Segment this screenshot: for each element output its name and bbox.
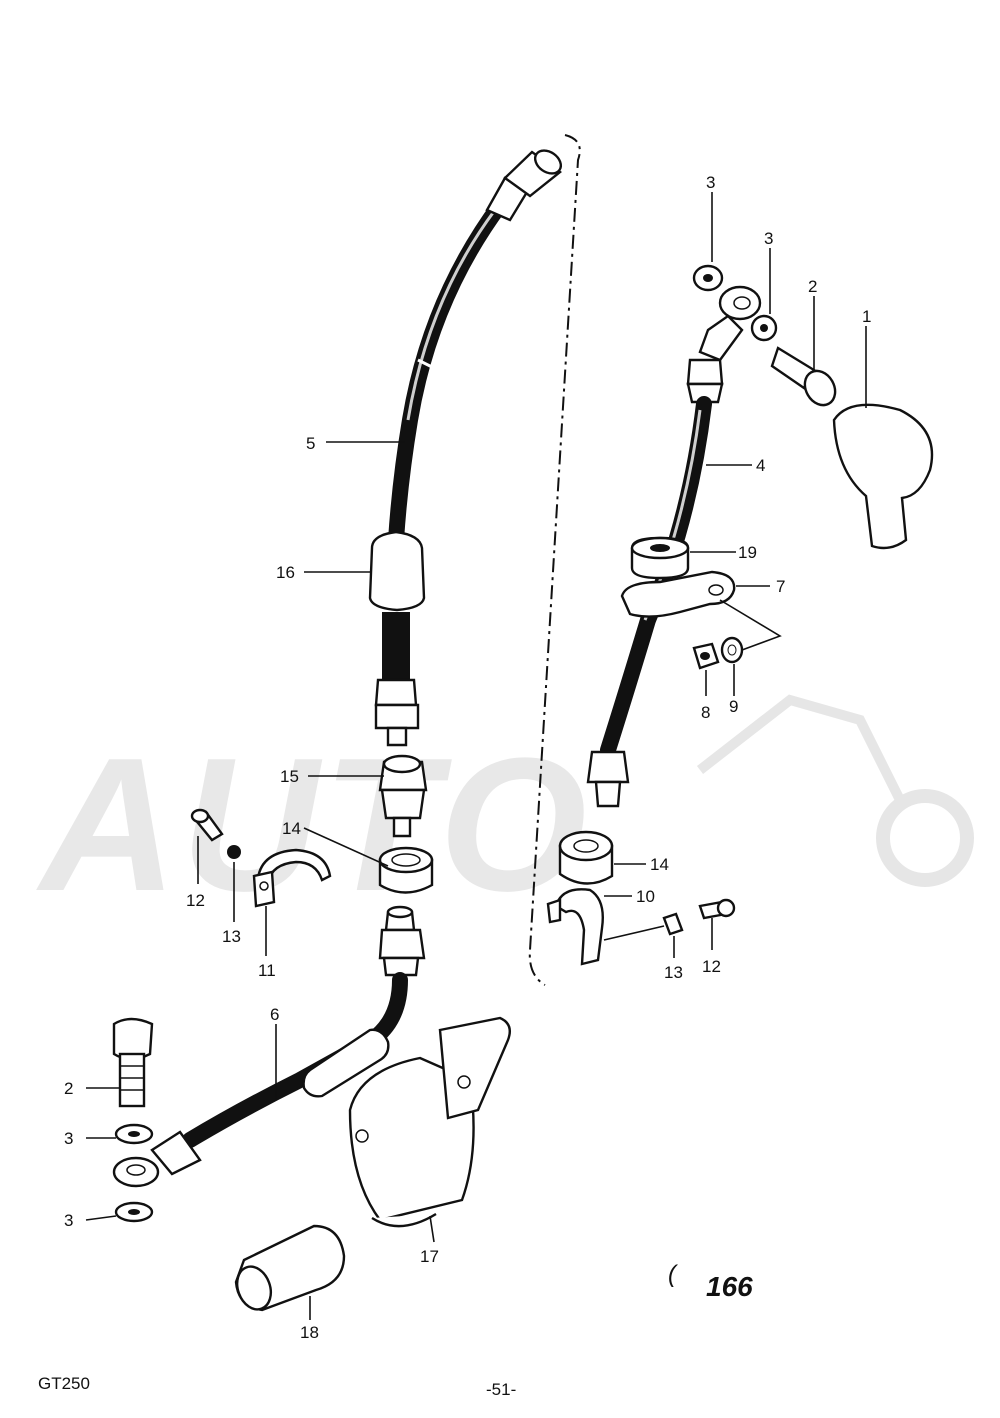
figure-number: 166 — [706, 1271, 753, 1302]
callout-15: 15 — [280, 767, 299, 786]
clamp-11 — [252, 848, 332, 908]
cap-1 — [832, 403, 934, 550]
callout-9: 9 — [729, 697, 738, 716]
callout-13-left: 13 — [222, 927, 241, 946]
hose-joint-15 — [378, 754, 428, 838]
model-label: GT250 — [38, 1374, 90, 1393]
callout-10: 10 — [636, 887, 655, 906]
banjo-fitting-left — [112, 1156, 160, 1188]
clamp-7 — [620, 570, 736, 618]
nut-8 — [692, 642, 720, 670]
callout-3c: 3 — [64, 1129, 73, 1148]
callout-7: 7 — [776, 577, 785, 596]
watermark: AUTO — [36, 694, 974, 931]
callout-11: 11 — [258, 961, 276, 980]
washer-9 — [720, 636, 744, 664]
callout-16: 16 — [276, 563, 295, 582]
group-boundary-line — [528, 134, 581, 986]
callout-19: 19 — [738, 543, 757, 562]
callout-labels: 3 3 2 1 4 5 16 19 7 8 9 15 14 14 12 13 1… — [64, 173, 871, 1342]
grommet-19 — [630, 536, 690, 580]
callout-13-right: 13 — [664, 963, 683, 982]
svg-text:AUTO: AUTO — [36, 719, 591, 931]
nut-13-right — [662, 912, 684, 936]
upper-brake-hose-5 — [388, 149, 563, 548]
callout-14-right: 14 — [650, 855, 669, 874]
callout-4: 4 — [756, 456, 765, 475]
callout-3d: 3 — [64, 1211, 73, 1230]
callout-2a: 2 — [808, 277, 817, 296]
callout-17: 17 — [420, 1247, 439, 1266]
washer-3-right-upper — [692, 264, 724, 292]
washer-3-left-lower — [114, 1201, 154, 1223]
grommet-14-right — [558, 830, 614, 885]
bolt-12-left — [190, 808, 224, 842]
callout-3a: 3 — [706, 173, 715, 192]
callout-14-left: 14 — [282, 819, 301, 838]
callout-12-right: 12 — [702, 957, 721, 976]
page-number: -51- — [486, 1380, 517, 1399]
clamp-10 — [546, 888, 604, 966]
grommet-14-left — [378, 846, 434, 894]
hose-protector-16 — [368, 530, 426, 612]
lower-brake-hose-6 — [150, 905, 426, 1176]
callout-3b: 3 — [764, 229, 773, 248]
banjo-fitting-right — [698, 285, 762, 362]
callout-18: 18 — [300, 1323, 319, 1342]
figure-mark: ( — [668, 1261, 679, 1288]
lower-brake-hose-section — [374, 612, 420, 747]
callout-8: 8 — [701, 703, 710, 722]
callout-5: 5 — [306, 434, 315, 453]
callout-1: 1 — [862, 307, 871, 326]
callout-6: 6 — [270, 1005, 279, 1024]
cushion-18 — [234, 1224, 346, 1312]
nut-13-left — [227, 845, 241, 859]
assembly-line-10 — [603, 925, 665, 941]
union-bolt-2-left — [112, 1017, 154, 1108]
union-bolt-2-right — [770, 346, 837, 407]
callout-12-left: 12 — [186, 891, 205, 910]
callout-2b: 2 — [64, 1079, 73, 1098]
washer-3-right-lower — [750, 314, 778, 342]
assembly-line-7 — [719, 599, 782, 651]
washer-3-left-upper — [114, 1123, 154, 1145]
bolt-12-right — [698, 898, 736, 920]
bracket-17 — [348, 1016, 511, 1228]
leader-lines — [85, 192, 867, 1320]
